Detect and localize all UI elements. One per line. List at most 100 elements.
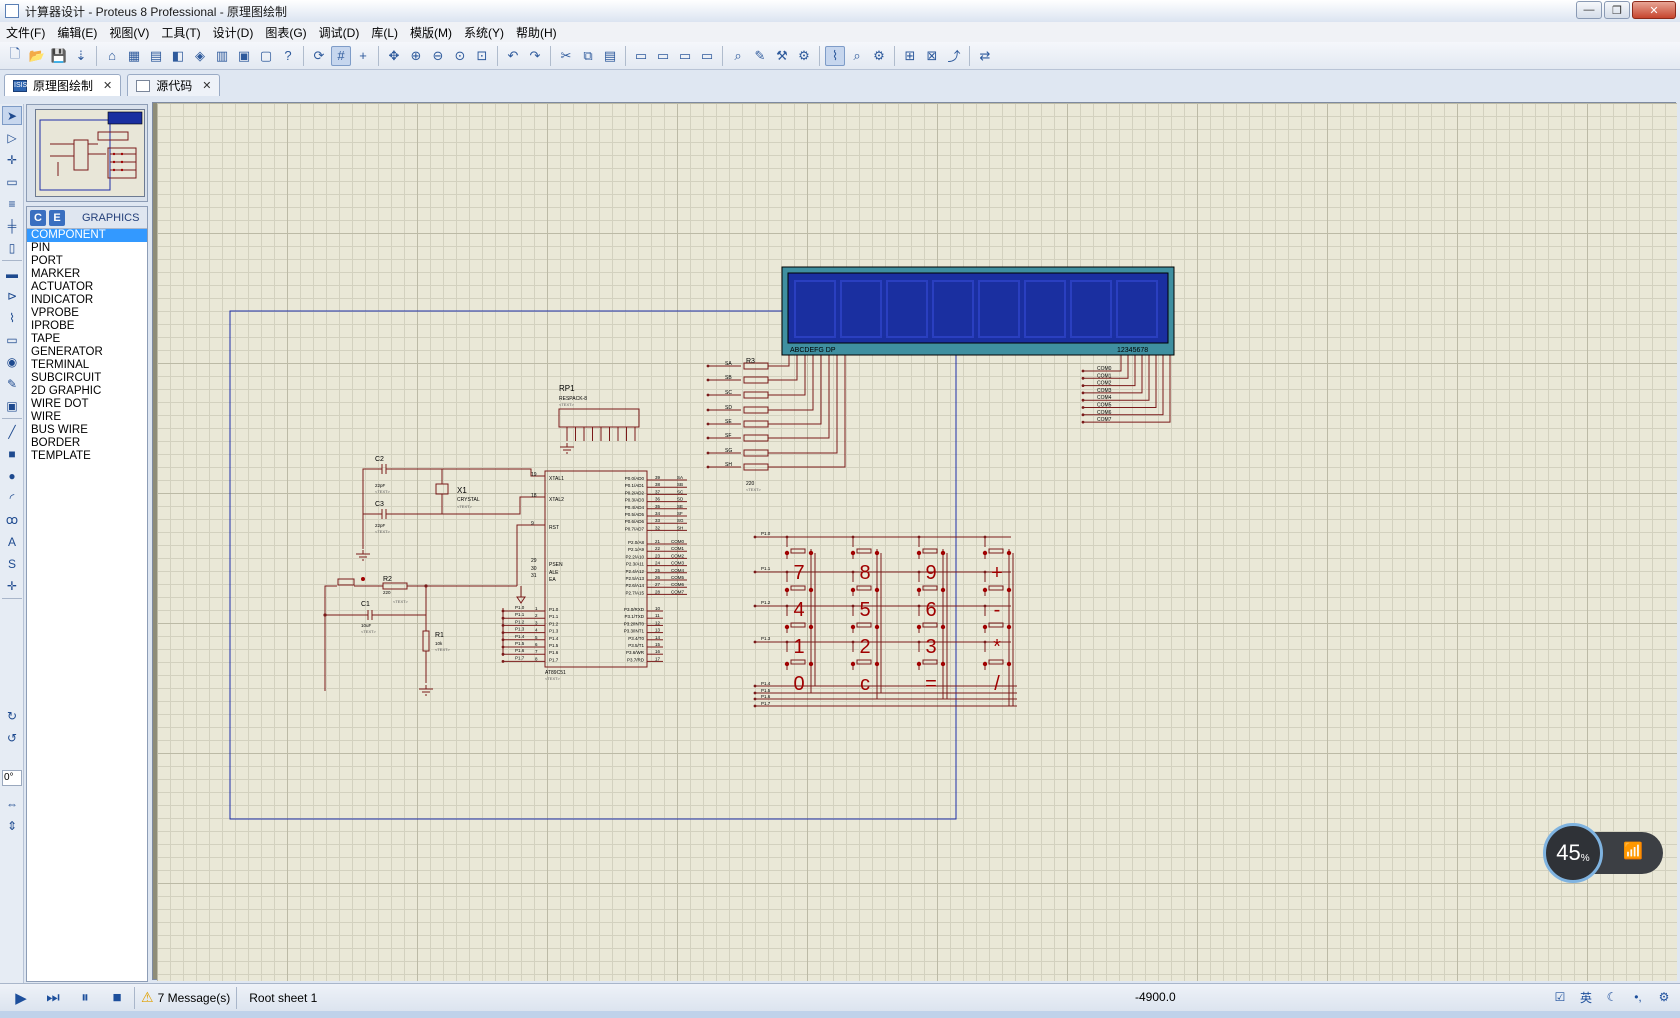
overview-thumbnail[interactable] xyxy=(35,109,145,197)
list-item[interactable]: GENERATOR xyxy=(31,346,103,358)
run-simulation-icon[interactable]: ▶ xyxy=(15,989,27,1007)
help-icon[interactable]: ? xyxy=(284,48,292,63)
menu-system[interactable]: 系统(Y) xyxy=(464,25,504,40)
tab-schematic[interactable]: ISIS 原理图绘制 ✕ xyxy=(4,74,122,96)
library-manager-button[interactable]: E xyxy=(49,209,65,226)
menu-tools[interactable]: 工具(T) xyxy=(161,25,201,40)
list-item[interactable]: SUBCIRCUIT xyxy=(31,372,102,384)
stop-simulation-icon[interactable]: ■ xyxy=(112,989,122,1006)
remove-sheet-icon[interactable]: ⊠ xyxy=(926,47,938,63)
close-tab-icon[interactable]: ✕ xyxy=(202,80,212,92)
network-speed-widget[interactable]: 45% 📶 xyxy=(1543,823,1663,883)
property-assign-icon[interactable]: ⚙ xyxy=(873,47,885,63)
save-icon[interactable]: 💾 xyxy=(50,47,68,63)
line-icon[interactable]: ╱ xyxy=(8,424,16,439)
virtual-instruments-icon[interactable]: ▣ xyxy=(6,398,18,413)
pan-icon[interactable]: ✥ xyxy=(388,47,400,63)
notes-icon[interactable]: ▢ xyxy=(259,47,273,63)
block-copy-icon[interactable]: ▭ xyxy=(634,47,648,63)
menu-view[interactable]: 视图(V) xyxy=(109,25,150,40)
menu-graph[interactable]: 图表(G) xyxy=(265,25,307,40)
zoom-all-icon[interactable]: ⊙ xyxy=(454,47,466,63)
menu-design[interactable]: 设计(D) xyxy=(212,25,254,40)
zoom-out-icon[interactable]: ⊖ xyxy=(432,47,444,63)
pick-device-icon[interactable]: ⌕ xyxy=(734,47,742,63)
3d-view-icon[interactable]: ◧ xyxy=(171,47,185,63)
rotation-angle-field[interactable]: 0° xyxy=(2,770,22,786)
mirror-vertical-icon[interactable]: ⇕ xyxy=(6,818,18,833)
rotate-clockwise-icon[interactable]: ↻ xyxy=(6,708,18,723)
grid-toggle-icon[interactable]: # xyxy=(331,45,351,66)
exit-to-parent-icon[interactable]: ⤴ xyxy=(947,49,961,64)
cut-icon[interactable]: ✂ xyxy=(560,47,572,63)
package-tool-icon[interactable]: ⚒ xyxy=(776,47,788,63)
selection-mode-icon[interactable]: ➤ xyxy=(2,106,22,125)
minimize-button[interactable]: — xyxy=(1576,1,1602,19)
schematic-icon[interactable]: ▦ xyxy=(127,47,141,63)
zoom-area-icon[interactable]: ⊡ xyxy=(476,47,488,63)
close-tab-icon[interactable]: ✕ xyxy=(103,80,113,92)
list-item[interactable]: 2D GRAPHIC xyxy=(31,385,102,397)
ime-indicator[interactable]: 英 xyxy=(1579,990,1592,1005)
menu-debug[interactable]: 调试(D) xyxy=(318,25,360,40)
gerber-icon[interactable]: ◈ xyxy=(195,47,205,63)
path-icon[interactable]: ꝏ xyxy=(5,512,19,527)
list-item[interactable]: VPROBE xyxy=(31,307,79,319)
make-device-icon[interactable]: ✎ xyxy=(754,47,766,63)
refresh-icon[interactable]: ⟳ xyxy=(313,47,325,63)
open-folder-icon[interactable]: 📂 xyxy=(28,47,46,63)
pause-simulation-icon[interactable]: ⏸ xyxy=(81,989,89,1006)
text-icon[interactable]: A xyxy=(7,534,16,549)
menu-help[interactable]: 帮助(H) xyxy=(516,25,557,40)
mirror-horizontal-icon[interactable]: ⇔ xyxy=(6,796,18,811)
messages-indicator[interactable]: ⚠ 7 Message(s) xyxy=(141,989,230,1006)
restore-button[interactable]: ❐ xyxy=(1604,1,1630,19)
list-item[interactable]: TERMINAL xyxy=(31,359,90,371)
new-sheet-icon[interactable]: ⊞ xyxy=(904,47,916,63)
list-item[interactable]: TEMPLATE xyxy=(31,450,91,462)
menu-file[interactable]: 文件(F) xyxy=(6,25,46,40)
block-delete-icon[interactable]: ▭ xyxy=(700,47,714,63)
list-item[interactable]: PORT xyxy=(31,255,63,267)
block-move-icon[interactable]: ▭ xyxy=(656,47,670,63)
wire-autorouter-icon[interactable]: ⌇ xyxy=(825,45,845,66)
pick-devices-button[interactable]: C xyxy=(30,209,46,226)
text-script-icon[interactable]: ≡ xyxy=(8,196,16,211)
menu-library[interactable]: 库(L) xyxy=(371,25,398,40)
redo-icon[interactable]: ↷ xyxy=(529,47,541,63)
block-rotate-icon[interactable]: ▭ xyxy=(678,47,692,63)
step-simulation-icon[interactable]: ⏭ xyxy=(46,989,60,1006)
menu-template[interactable]: 模版(M) xyxy=(410,25,452,40)
source-code-icon[interactable]: ▣ xyxy=(237,47,251,63)
copy-icon[interactable]: ⧉ xyxy=(583,47,593,63)
moon-icon[interactable]: ☾ xyxy=(1606,990,1618,1004)
device-pins-icon[interactable]: ⊳ xyxy=(6,288,18,303)
list-item[interactable]: COMPONENT xyxy=(27,229,147,242)
list-item[interactable]: TAPE xyxy=(31,333,61,345)
new-file-icon[interactable]: 🗋 xyxy=(9,45,21,61)
list-item[interactable]: BUS WIRE xyxy=(31,424,88,436)
origin-icon[interactable]: + xyxy=(359,48,367,63)
list-item[interactable]: MARKER xyxy=(31,268,81,280)
import-icon[interactable]: ⇣ xyxy=(75,47,87,63)
zoom-in-icon[interactable]: ⊕ xyxy=(410,47,422,63)
symbol-icon[interactable]: S xyxy=(7,556,16,571)
subcircuit-icon[interactable]: ▯ xyxy=(8,240,16,255)
generator-icon[interactable]: ◉ xyxy=(6,354,18,369)
tab-source-code[interactable]: 源代码 ✕ xyxy=(127,74,221,96)
pcb-icon[interactable]: ▤ xyxy=(149,47,163,63)
list-item[interactable]: BORDER xyxy=(31,437,81,449)
rotate-anticlockwise-icon[interactable]: ↺ xyxy=(6,730,18,745)
list-item[interactable]: IPROBE xyxy=(31,320,75,332)
home-icon[interactable]: ⌂ xyxy=(108,48,116,63)
menu-edit[interactable]: 编辑(E) xyxy=(57,25,98,40)
list-item[interactable]: PIN xyxy=(31,242,51,254)
junction-dot-icon[interactable]: ✛ xyxy=(6,152,18,167)
bom-icon[interactable]: ▥ xyxy=(215,47,229,63)
checkbox-tray-icon[interactable]: ☑ xyxy=(1554,990,1566,1004)
settings-gear-icon[interactable]: ⚙ xyxy=(1658,990,1670,1004)
wire-label-icon[interactable]: ▭ xyxy=(6,174,18,189)
